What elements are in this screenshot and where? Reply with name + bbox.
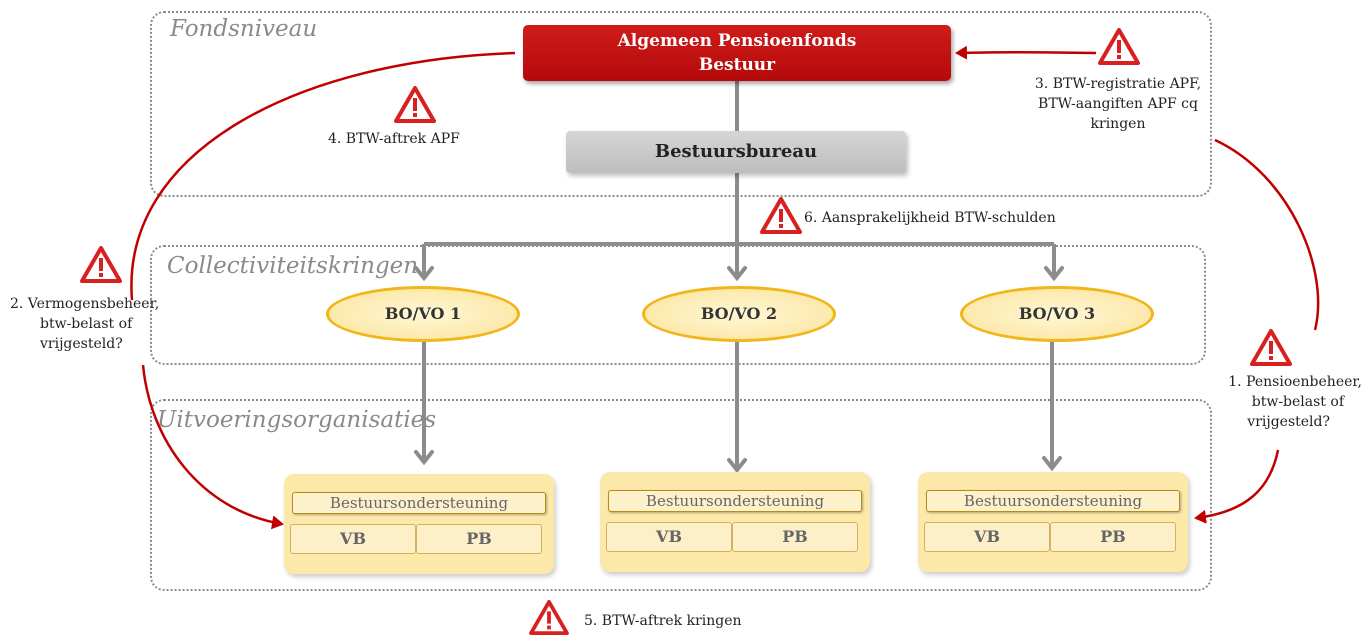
fondsniveau-label: Fondsniveau: [170, 16, 318, 42]
bestuursondersteuning-box: Bestuursondersteuning: [608, 490, 862, 512]
pb-box: PB: [1050, 522, 1176, 552]
warning-triangle-icon: [529, 600, 569, 636]
collectiviteitskringen-label: Collectiviteitskringen: [167, 253, 419, 279]
pb-box: PB: [732, 522, 858, 552]
warning-triangle-icon: [760, 197, 802, 234]
warning-triangle-icon: [80, 246, 122, 283]
note-4-btw-aftrek-apf: 4. BTW-aftrek APF: [328, 131, 460, 147]
note-3-line1: 3. BTW-registratie APF,: [1034, 76, 1202, 92]
bestuursbureau-box: Bestuursbureau: [566, 131, 906, 173]
note-2-line2: btw-belast of: [40, 316, 133, 332]
uitvoeringsorganisaties-region: [150, 399, 1212, 591]
note-3-btw-registratie: 3. BTW-registratie APF, BTW-aangiften AP…: [1018, 74, 1218, 134]
apf-bestuur-box: Algemeen Pensioenfonds Bestuur: [523, 25, 951, 81]
apf-title-line2: Bestuur: [698, 55, 776, 75]
bestuursondersteuning-box: Bestuursondersteuning: [926, 490, 1180, 512]
note-1-line3: vrijgesteld?: [1247, 414, 1330, 430]
warning-triangle-icon: [1098, 28, 1140, 65]
vb-box: VB: [924, 522, 1050, 552]
vb-box: VB: [606, 522, 732, 552]
note-1-pensioenbeheer: 1. Pensioenbeheer, btw-belast of vrijges…: [1184, 372, 1362, 432]
uitvoeringsorganisatie-1: Bestuursondersteuning VB PB: [284, 474, 554, 574]
bovo-2: BO/VO 2: [642, 286, 836, 342]
pb-box: PB: [416, 524, 542, 554]
warning-triangle-icon: [394, 86, 436, 123]
note-2-line1: 2. Vermogensbeheer,: [10, 296, 160, 312]
fondsniveau-region: [150, 11, 1212, 197]
note-3-line2: BTW-aangiften APF cq: [1038, 96, 1198, 112]
uitvoeringsorganisatie-2: Bestuursondersteuning VB PB: [600, 472, 870, 572]
bovo-1: BO/VO 1: [326, 286, 520, 342]
bovo-3: BO/VO 3: [960, 286, 1154, 342]
bestuursondersteuning-box: Bestuursondersteuning: [292, 492, 546, 514]
note-5-btw-aftrek-kringen: 5. BTW-aftrek kringen: [584, 613, 742, 629]
note-3-line3: kringen: [1090, 116, 1146, 132]
note-1-line1: 1. Pensioenbeheer,: [1228, 374, 1362, 390]
note-2-vermogensbeheer: 2. Vermogensbeheer, btw-belast of vrijge…: [10, 294, 210, 354]
uitvoeringsorganisatie-3: Bestuursondersteuning VB PB: [918, 472, 1188, 572]
vb-box: VB: [290, 524, 416, 554]
note-2-line3: vrijgesteld?: [40, 336, 123, 352]
warning-triangle-icon: [1250, 329, 1292, 366]
note-6-aansprakelijkheid: 6. Aansprakelijkheid BTW-schulden: [804, 210, 1056, 226]
uitvoeringsorganisaties-label: Uitvoeringsorganisaties: [157, 407, 437, 433]
note-1-line2: btw-belast of: [1251, 394, 1344, 410]
apf-title-line1: Algemeen Pensioenfonds: [617, 31, 857, 51]
